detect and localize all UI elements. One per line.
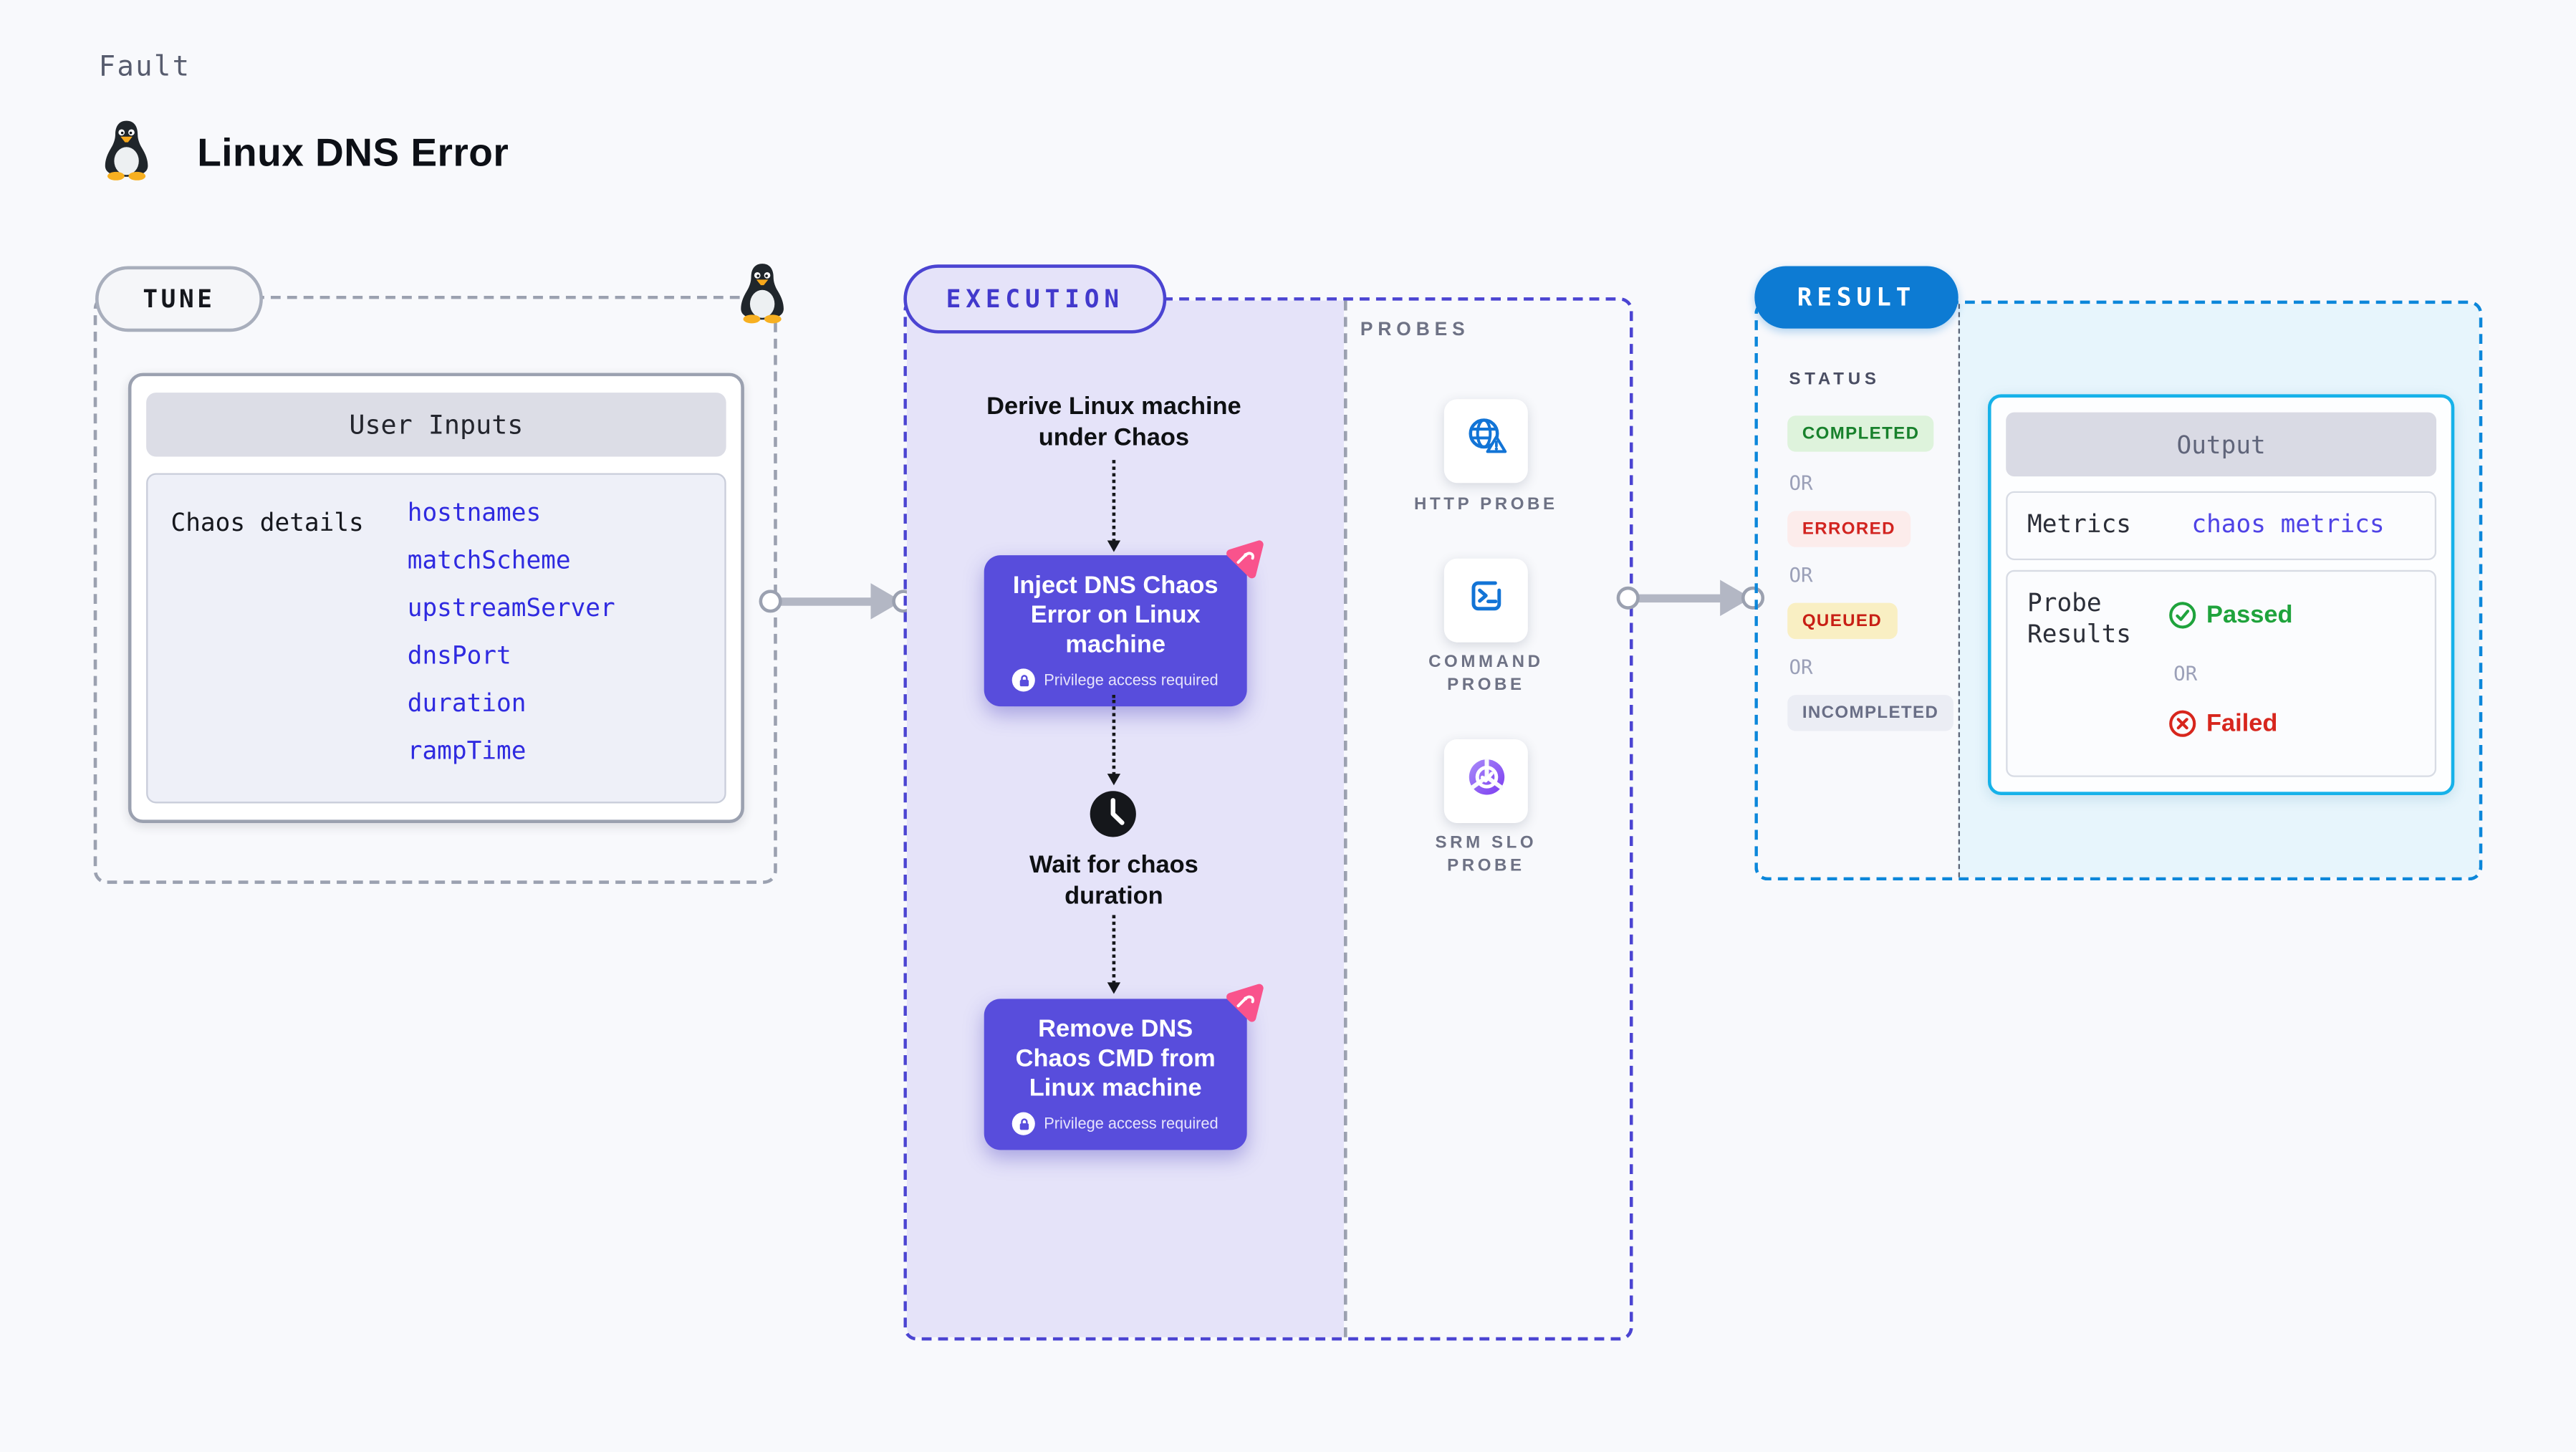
input-link-upstreamserver[interactable]: upstreamServer — [407, 592, 615, 623]
privilege-note-text: Privilege access required — [1044, 1115, 1219, 1133]
chaos-details-label: Chaos details — [170, 507, 364, 537]
output-card: Output Metrics chaos metrics Probe Resul… — [1987, 394, 2455, 795]
metrics-label: Metrics — [2027, 509, 2132, 539]
terminal-icon — [1463, 573, 1509, 628]
inject-dns-chaos-button[interactable]: Inject DNS Chaos Error on Linux machine … — [984, 540, 1264, 707]
fault-kicker: Fault — [98, 51, 191, 84]
output-title: Output — [2006, 412, 2437, 477]
input-link-hostnames[interactable]: hostnames — [407, 497, 542, 528]
status-badge-incompleted: INCOMPLETED — [1787, 695, 1953, 731]
lock-icon — [1012, 1112, 1036, 1135]
user-inputs-card: User Inputs Chaos details hostnames matc… — [128, 372, 744, 823]
remove-step-title: Remove DNS Chaos CMD from Linux machine — [1015, 1015, 1216, 1102]
dotted-arrow-2 — [1105, 695, 1122, 786]
execution-section: Derive Linux machine under Chaos Inject … — [903, 297, 1633, 1341]
user-inputs-title: User Inputs — [146, 393, 726, 457]
wait-step-text: Wait for chaos duration — [1029, 850, 1198, 910]
or-separator: OR — [2173, 662, 2198, 686]
chaos-logo-icon — [1222, 537, 1267, 590]
globe-alert-icon — [1463, 414, 1509, 468]
http-probe-card[interactable] — [1443, 399, 1528, 484]
or-separator: OR — [1789, 471, 1813, 495]
input-link-duration[interactable]: duration — [407, 688, 527, 718]
slo-pie-icon — [1463, 754, 1509, 809]
derive-step-text: Derive Linux machine under Chaos — [986, 393, 1241, 452]
linux-tux-icon — [102, 118, 151, 189]
privilege-note: Privilege access required — [997, 668, 1234, 692]
execution-badge: EXECUTION — [903, 264, 1167, 334]
srm-slo-probe-label: SRM SLO PROBE — [1435, 832, 1537, 875]
status-badge-errored: ERRORED — [1787, 511, 1911, 547]
arrow-tune-to-execution — [759, 582, 915, 621]
http-probe-label: HTTP PROBE — [1414, 494, 1558, 514]
input-link-ramptime[interactable]: rampTime — [407, 736, 527, 766]
linux-tux-icon-small — [738, 261, 787, 332]
failed-text: Failed — [2206, 709, 2278, 738]
user-inputs-body: Chaos details hostnames matchScheme upst… — [146, 473, 726, 804]
arrow-execution-to-result — [1616, 578, 1765, 617]
privilege-note: Privilege access required — [997, 1112, 1234, 1135]
dotted-arrow-3 — [1105, 915, 1122, 994]
tune-badge: TUNE — [95, 266, 263, 332]
failed-verdict: Failed — [2168, 710, 2277, 738]
dotted-arrow-1 — [1105, 460, 1122, 552]
probe-results-label: Probe Results — [2027, 588, 2132, 649]
remove-dns-chaos-button[interactable]: Remove DNS Chaos CMD from Linux machine … — [984, 984, 1264, 1150]
tune-section — [93, 295, 777, 884]
lock-icon — [1012, 668, 1036, 692]
command-probe-card[interactable] — [1443, 558, 1528, 643]
inject-step-title: Inject DNS Chaos Error on Linux machine — [1012, 572, 1219, 659]
chaos-input-list: hostnames matchScheme upstreamServer dns… — [408, 499, 615, 764]
privilege-note-text: Privilege access required — [1044, 670, 1219, 690]
clock-icon — [1090, 790, 1138, 846]
result-divider — [1958, 304, 1960, 878]
passed-verdict: Passed — [2168, 601, 2293, 630]
passed-text: Passed — [2206, 601, 2293, 630]
status-label: STATUS — [1789, 370, 1880, 390]
probe-results-row: Probe Results Passed OR Failed — [2006, 569, 2437, 777]
result-badge: RESULT — [1754, 266, 1959, 329]
metrics-row: Metrics chaos metrics — [2006, 491, 2437, 561]
page-title: Linux DNS Error — [197, 131, 509, 176]
chaos-logo-icon — [1222, 981, 1267, 1033]
chaos-metrics-link[interactable]: chaos metrics — [2191, 509, 2385, 539]
input-link-matchscheme[interactable]: matchScheme — [407, 545, 571, 575]
or-separator: OR — [1789, 563, 1813, 587]
srm-slo-probe-card[interactable] — [1443, 739, 1528, 823]
input-link-dnsport[interactable]: dnsPort — [407, 640, 511, 670]
execution-probes-divider — [1343, 300, 1347, 1337]
x-circle-icon — [2169, 710, 2196, 737]
status-badge-completed: COMPLETED — [1787, 415, 1935, 452]
or-separator: OR — [1789, 655, 1813, 679]
probes-label: PROBES — [1360, 320, 1470, 340]
status-badge-queued: QUEUED — [1787, 602, 1897, 640]
command-probe-label: COMMAND PROBE — [1428, 652, 1544, 694]
check-circle-icon — [2169, 602, 2196, 629]
